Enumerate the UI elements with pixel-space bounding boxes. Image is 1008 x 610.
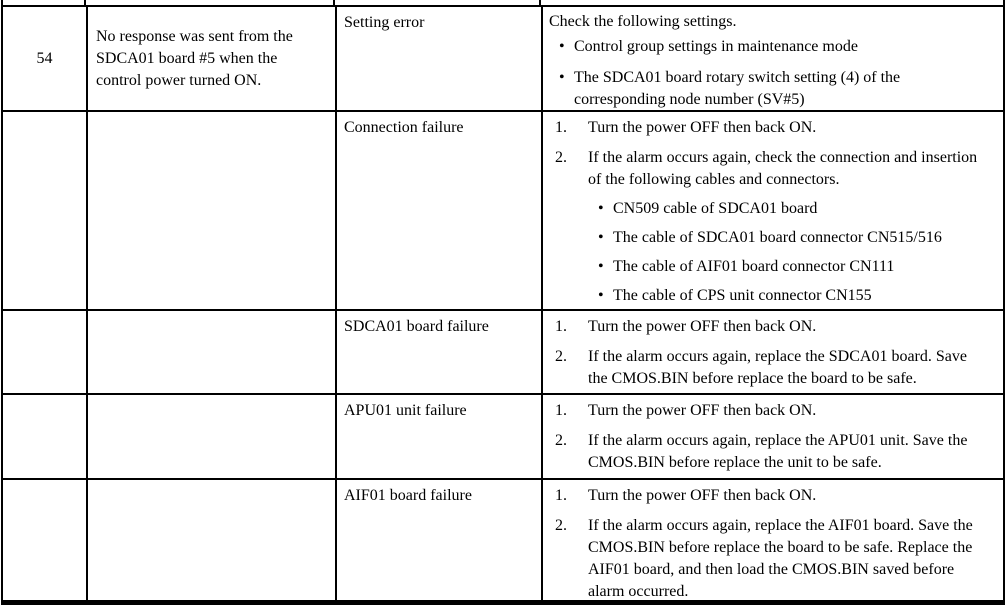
action-cell: 1. Turn the power OFF then back ON. 2. I… xyxy=(541,393,1003,478)
bullet-marker: • xyxy=(598,287,604,304)
alarm-no-cell-empty xyxy=(3,393,86,478)
alarm-no-cell-empty xyxy=(3,309,86,393)
step-text: If the alarm occurs again, replace the S… xyxy=(588,348,967,387)
action-step: 1. Turn the power OFF then back ON. xyxy=(549,117,989,139)
bullet-marker: • xyxy=(598,258,604,275)
cause-cell: AIF01 board failure xyxy=(335,478,541,600)
step-number: 2. xyxy=(555,432,567,449)
bullet-text: Control group settings in maintenance mo… xyxy=(574,38,858,55)
bullet-text: The cable of SDCA01 board connector CN51… xyxy=(613,229,942,246)
table-border-segment xyxy=(333,0,335,6)
cause-text: APU01 unit failure xyxy=(344,402,467,419)
step-text: If the alarm occurs again, replace the A… xyxy=(588,432,968,471)
cause-text: SDCA01 board failure xyxy=(344,318,489,335)
step-number: 2. xyxy=(555,517,567,534)
cause-cell: APU01 unit failure xyxy=(335,393,541,478)
bullet-marker: • xyxy=(559,69,565,86)
bullet-text: The cable of AIF01 board connector CN111 xyxy=(613,258,895,275)
step-number: 1. xyxy=(555,487,567,504)
bullet-marker: • xyxy=(559,38,565,55)
bullet-item: • The cable of AIF01 board connector CN1… xyxy=(598,256,989,278)
table-border-segment xyxy=(1,0,3,6)
symptom-cell-empty xyxy=(86,110,335,309)
alarm-no-cell: 54 xyxy=(3,7,86,110)
symptom-text: No response was sent from the SDCA01 boa… xyxy=(96,27,293,89)
action-step: 2. If the alarm occurs again, check the … xyxy=(549,147,989,307)
bullet-item: • Control group settings in maintenance … xyxy=(559,36,989,58)
table-border-segment xyxy=(84,0,86,6)
bullet-item: • CN509 cable of SDCA01 board xyxy=(598,198,989,220)
bullet-text: The cable of CPS unit connector CN155 xyxy=(613,287,872,304)
symptom-cell-empty xyxy=(86,309,335,393)
check-list: • Control group settings in maintenance … xyxy=(549,36,989,110)
alarm-number: 54 xyxy=(36,49,53,67)
symptom-cell-empty xyxy=(86,393,335,478)
bullet-marker: • xyxy=(598,229,604,246)
action-cell: 1. Turn the power OFF then back ON. 2. I… xyxy=(541,478,1003,600)
action-step: 1. Turn the power OFF then back ON. xyxy=(549,400,989,422)
bullet-item: • The cable of CPS unit connector CN155 xyxy=(598,285,989,307)
alarm-no-cell-empty xyxy=(3,110,86,309)
cause-cell: Setting error xyxy=(335,7,541,110)
action-step: 1. Turn the power OFF then back ON. xyxy=(549,316,989,338)
cause-cell: Connection failure xyxy=(335,110,541,309)
action-step: 2. If the alarm occurs again, replace th… xyxy=(549,430,989,474)
bullet-item: • The cable of SDCA01 board connector CN… xyxy=(598,227,989,249)
cause-text: Connection failure xyxy=(344,119,464,136)
action-intro: Check the following settings. xyxy=(549,13,737,30)
action-cell: Check the following settings. • Control … xyxy=(541,7,1003,110)
action-cell: 1. Turn the power OFF then back ON. 2. I… xyxy=(541,110,1003,309)
step-number: 1. xyxy=(555,119,567,136)
cause-text: Setting error xyxy=(344,14,425,31)
step-text: If the alarm occurs again, replace the A… xyxy=(588,517,973,600)
action-step: 2. If the alarm occurs again, replace th… xyxy=(549,515,989,600)
step-number: 2. xyxy=(555,149,567,166)
action-step: 1. Turn the power OFF then back ON. xyxy=(549,485,989,507)
alarm-no-cell-empty xyxy=(3,478,86,600)
cause-cell: SDCA01 board failure xyxy=(335,309,541,393)
troubleshooting-table: 54 No response was sent from the SDCA01 … xyxy=(1,5,1005,605)
cable-list: • CN509 cable of SDCA01 board • The cabl… xyxy=(588,198,989,307)
bullet-item: • The SDCA01 board rotary switch setting… xyxy=(559,67,989,110)
bullet-text: The SDCA01 board rotary switch setting (… xyxy=(574,69,901,108)
symptom-cell-empty xyxy=(86,478,335,600)
step-number: 1. xyxy=(555,318,567,335)
step-text: Turn the power OFF then back ON. xyxy=(588,487,817,504)
cause-text: AIF01 board failure xyxy=(344,487,472,504)
bullet-text: CN509 cable of SDCA01 board xyxy=(613,200,818,217)
step-text: Turn the power OFF then back ON. xyxy=(588,318,817,335)
action-cell: 1. Turn the power OFF then back ON. 2. I… xyxy=(541,309,1003,393)
bullet-marker: • xyxy=(598,200,604,217)
step-text: Turn the power OFF then back ON. xyxy=(588,119,817,136)
action-step: 2. If the alarm occurs again, replace th… xyxy=(549,346,989,390)
step-text: If the alarm occurs again, check the con… xyxy=(588,149,978,188)
symptom-cell: No response was sent from the SDCA01 boa… xyxy=(86,7,335,110)
table-border-segment xyxy=(539,0,541,6)
table-border-segment xyxy=(1003,0,1005,6)
step-text: Turn the power OFF then back ON. xyxy=(588,402,817,419)
step-number: 1. xyxy=(555,402,567,419)
step-number: 2. xyxy=(555,348,567,365)
